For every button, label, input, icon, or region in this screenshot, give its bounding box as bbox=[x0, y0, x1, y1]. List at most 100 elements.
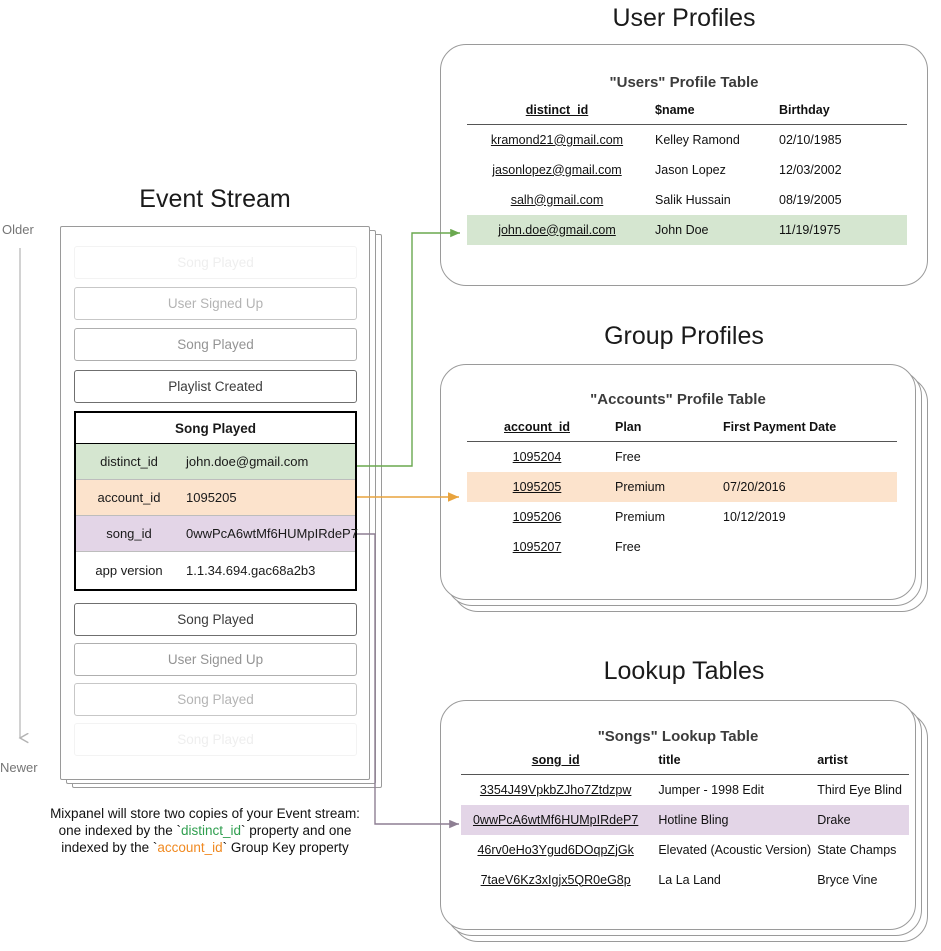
section-title-group-profiles: Group Profiles bbox=[604, 322, 764, 350]
cell-account-id: 1095205 bbox=[467, 471, 607, 502]
event-property-app-version: app version 1.1.34.694.gac68a2b3 bbox=[76, 552, 355, 588]
event-card-song-played-1[interactable]: Song Played bbox=[74, 246, 357, 279]
table-row[interactable]: jasonlopez@gmail.com Jason Lopez 12/03/2… bbox=[467, 155, 907, 185]
users-table-title: "Users" Profile Table bbox=[609, 74, 759, 91]
col-birthday: Birthday bbox=[773, 103, 907, 125]
property-key: distinct_id bbox=[100, 454, 158, 469]
cell-plan: Premium bbox=[615, 509, 666, 524]
caption-text: one indexed by the ` bbox=[58, 823, 181, 838]
table-row[interactable]: 46rv0eHo3Ygud6DOqpZjGk Elevated (Acousti… bbox=[461, 835, 909, 865]
cell-account-id: 1095206 bbox=[512, 509, 562, 524]
cell-artist: State Champs bbox=[817, 842, 897, 857]
users-table: distinct_id $name Birthday kramond21@gma… bbox=[467, 103, 907, 245]
cell-artist: Bryce Vine bbox=[817, 872, 878, 887]
table-header-row: account_id Plan First Payment Date bbox=[467, 420, 897, 442]
event-label: Song Played bbox=[177, 612, 254, 627]
caption-distinct-id-key: distinct_id bbox=[180, 823, 242, 838]
col-plan: Plan bbox=[607, 420, 717, 442]
cell-birthday: 02/10/1985 bbox=[779, 132, 842, 147]
axis-label-older: Older bbox=[2, 222, 34, 237]
axis-label-newer: Newer bbox=[0, 760, 38, 775]
event-card-user-signed-up-2[interactable]: User Signed Up bbox=[74, 643, 357, 676]
cell-song-id: 7taeV6Kz3xIgjx5QR0eG8p bbox=[480, 872, 631, 887]
table-row-highlighted[interactable]: john.doe@gmail.com John Doe 11/19/1975 bbox=[467, 214, 907, 245]
table-row-highlighted[interactable]: 1095205 Premium 07/20/2016 bbox=[467, 471, 897, 502]
caption-text: ` Group Key property bbox=[222, 840, 349, 855]
cell-title: Jumper - 1998 Edit bbox=[658, 782, 764, 797]
event-label: Song Played bbox=[177, 732, 254, 747]
table-row[interactable]: 1095207 Free bbox=[467, 532, 897, 562]
caption-text: indexed by the ` bbox=[61, 840, 158, 855]
col-first-payment-date: First Payment Date bbox=[717, 420, 897, 442]
cell-song-id: 0wwPcA6wtMf6HUMpIRdeP7 bbox=[461, 804, 651, 835]
caption-line-1: Mixpanel will store two copies of your E… bbox=[50, 806, 360, 821]
table-row-highlighted[interactable]: 0wwPcA6wtMf6HUMpIRdeP7 Hotline Bling Dra… bbox=[461, 804, 909, 835]
col-song-id: song_id bbox=[461, 753, 651, 775]
expanded-event-title: Song Played bbox=[76, 413, 355, 444]
table-row[interactable]: 1095204 Free bbox=[467, 442, 897, 472]
user-profiles-panel: "Users" Profile Table distinct_id $name … bbox=[440, 44, 928, 286]
cell-account-id: 1095204 bbox=[512, 449, 562, 464]
cell-title: Hotline Bling bbox=[650, 804, 812, 835]
table-row[interactable]: 3354J49VpkbZJho7Ztdzpw Jumper - 1998 Edi… bbox=[461, 775, 909, 805]
section-title-lookup-tables: Lookup Tables bbox=[603, 657, 765, 685]
table-row[interactable]: kramond21@gmail.com Kelley Ramond 02/10/… bbox=[467, 125, 907, 155]
songs-table: song_id title artist 3354J49VpkbZJho7Ztd… bbox=[461, 753, 909, 895]
event-property-account-id: account_id 1095205 bbox=[76, 480, 355, 516]
col-title: title bbox=[650, 753, 812, 775]
table-row[interactable]: 7taeV6Kz3xIgjx5QR0eG8p La La Land Bryce … bbox=[461, 865, 909, 895]
property-value: 0wwPcA6wtMf6HUMpIRdeP7 bbox=[186, 526, 358, 541]
caption-text: ` property and one bbox=[241, 823, 352, 838]
cell-distinct-id: salh@gmail.com bbox=[510, 192, 604, 207]
event-card-song-played-3[interactable]: Song Played bbox=[74, 603, 357, 636]
cell-birthday: 12/03/2002 bbox=[779, 162, 842, 177]
section-title-user-profiles: User Profiles bbox=[612, 4, 756, 32]
section-title-event-stream: Event Stream bbox=[139, 185, 291, 213]
event-label: Song Played bbox=[177, 255, 254, 270]
cell-distinct-id: john.doe@gmail.com bbox=[467, 214, 647, 245]
cell-account-id: 1095207 bbox=[512, 539, 562, 554]
cell-title: La La Land bbox=[658, 872, 721, 887]
event-card-song-played-2[interactable]: Song Played bbox=[74, 328, 357, 361]
event-label: Playlist Created bbox=[168, 379, 263, 394]
cell-song-id: 46rv0eHo3Ygud6DOqpZjGk bbox=[477, 842, 634, 857]
event-label: User Signed Up bbox=[167, 296, 264, 311]
table-row[interactable]: salh@gmail.com Salik Hussain 08/19/2005 bbox=[467, 185, 907, 215]
cell-first-payment-date: 10/12/2019 bbox=[723, 509, 786, 524]
group-profiles-panel: "Accounts" Profile Table account_id Plan… bbox=[440, 364, 916, 600]
cell-plan: Free bbox=[615, 539, 641, 554]
col-name: $name bbox=[647, 103, 773, 125]
expanded-event-card[interactable]: Song Played distinct_id john.doe@gmail.c… bbox=[74, 411, 358, 591]
property-value: john.doe@gmail.com bbox=[186, 454, 309, 469]
property-value: 1.1.34.694.gac68a2b3 bbox=[186, 562, 316, 578]
cell-first-payment-date bbox=[717, 442, 897, 472]
cell-name: Salik Hussain bbox=[655, 192, 731, 207]
event-card-playlist-created[interactable]: Playlist Created bbox=[74, 370, 357, 403]
cell-birthday: 11/19/1975 bbox=[773, 214, 907, 245]
accounts-table-title: "Accounts" Profile Table bbox=[590, 391, 766, 408]
property-key: song_id bbox=[106, 526, 152, 541]
cell-plan: Premium bbox=[607, 471, 717, 502]
cell-name: Kelley Ramond bbox=[655, 132, 740, 147]
table-row[interactable]: 1095206 Premium 10/12/2019 bbox=[467, 502, 897, 532]
cell-first-payment-date: 07/20/2016 bbox=[717, 471, 897, 502]
songs-table-title: "Songs" Lookup Table bbox=[597, 728, 759, 745]
event-card-user-signed-up-1[interactable]: User Signed Up bbox=[74, 287, 357, 320]
cell-song-id: 3354J49VpkbZJho7Ztdzpw bbox=[479, 782, 632, 797]
cell-distinct-id: jasonlopez@gmail.com bbox=[492, 162, 622, 177]
event-label: User Signed Up bbox=[167, 652, 264, 667]
col-account-id: account_id bbox=[467, 420, 607, 442]
cell-artist: Drake bbox=[811, 804, 909, 835]
cell-name: John Doe bbox=[647, 214, 773, 245]
cell-name: Jason Lopez bbox=[655, 162, 726, 177]
event-card-song-played-5[interactable]: Song Played bbox=[74, 723, 357, 756]
property-key: app version bbox=[95, 562, 163, 578]
cell-title: Elevated (Acoustic Version) bbox=[658, 842, 812, 857]
caption-line-3: indexed by the `account_id` Group Key pr… bbox=[30, 839, 380, 856]
caption-account-id-key: account_id bbox=[157, 840, 223, 855]
table-header-row: song_id title artist bbox=[461, 753, 909, 775]
event-property-song-id: song_id 0wwPcA6wtMf6HUMpIRdeP7 bbox=[76, 516, 358, 552]
property-value: 1095205 bbox=[186, 490, 237, 505]
event-card-song-played-4[interactable]: Song Played bbox=[74, 683, 357, 716]
